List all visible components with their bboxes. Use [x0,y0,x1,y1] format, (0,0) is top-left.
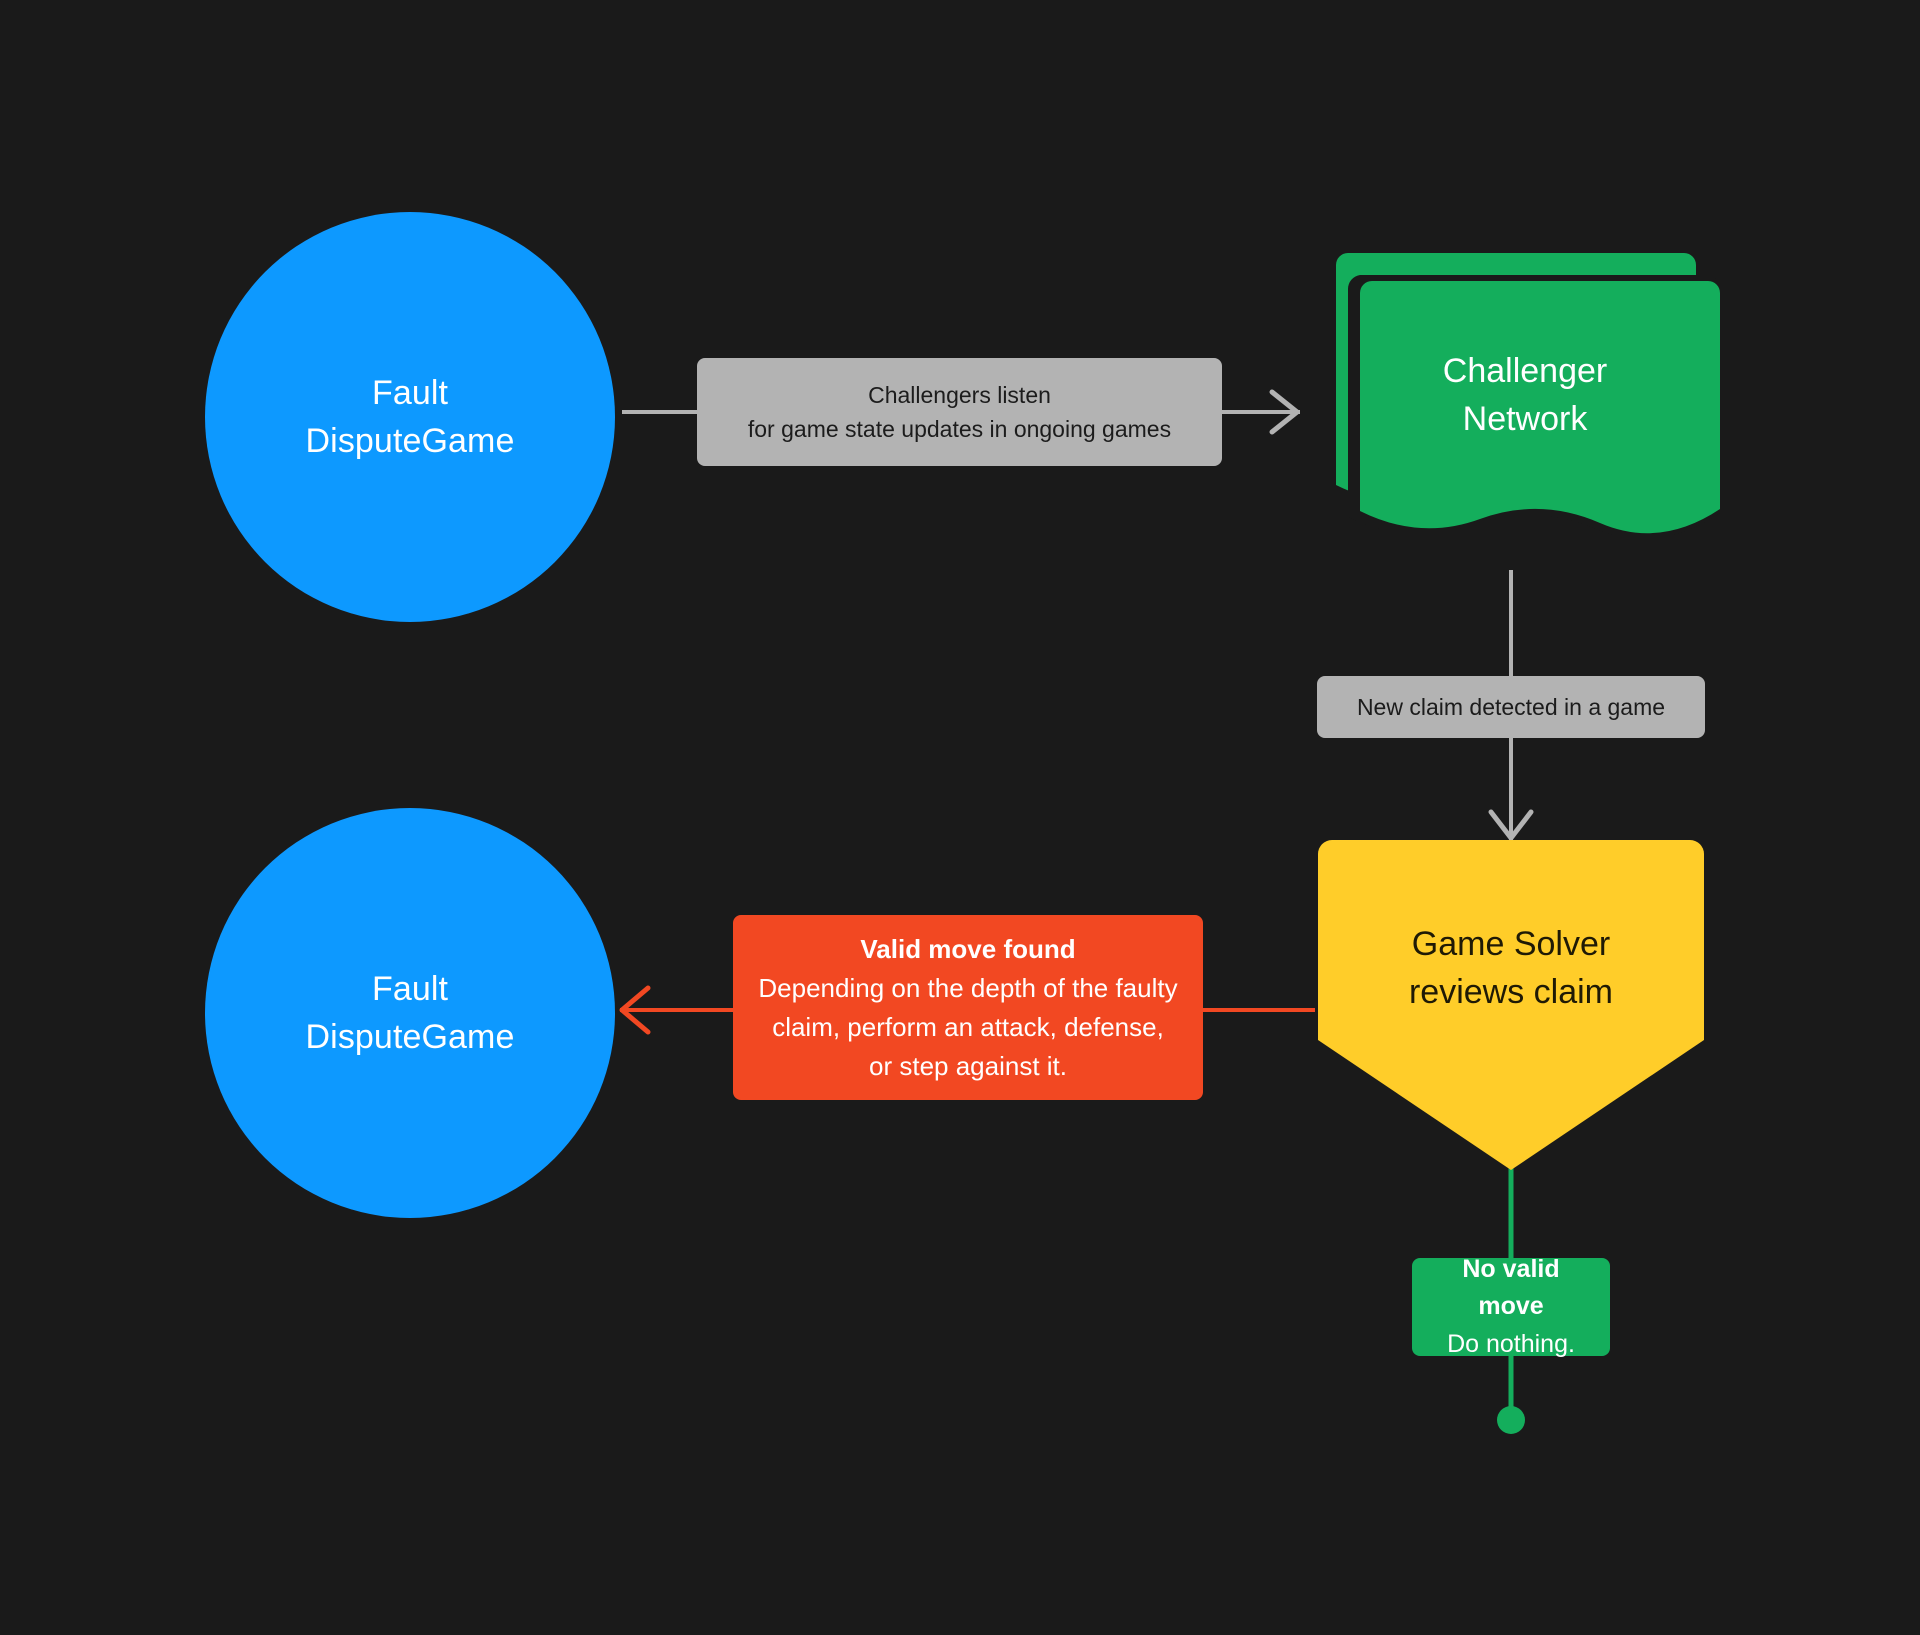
node-label-line-1: Fault [371,969,449,1008]
node-game-solver[interactable]: Game Solver reviews claim [1318,840,1704,1170]
node-label-line-2: DisputeGame [305,422,515,460]
shield-body [1318,840,1704,1170]
edge-label-heading: No valid move [1462,1254,1560,1321]
edge-label-valid-move-found: Valid move found Depending on the depth … [733,915,1203,1100]
node-fault-disputegame-bottom[interactable]: Fault DisputeGame [205,808,615,1218]
node-fault-disputegame-top[interactable]: Fault DisputeGame [205,212,615,622]
edge-label-line-1: Depending on the depth of the faulty [758,972,1178,1003]
terminator-dot [1497,1406,1525,1434]
edge-label-line-2: claim, perform an attack, defense, [772,1011,1164,1042]
arrowhead-left-red [619,985,651,1035]
edge-label-challengers-listen: Challengers listen for game state update… [697,358,1222,466]
edge-label-no-valid-move: No valid move Do nothing. [1412,1255,1610,1358]
edge-label-line-3: or step against it. [869,1050,1067,1081]
edge-label-line-1: New claim detected in a game [1356,693,1666,720]
node-challenger-network[interactable]: Challenger Network [1300,245,1721,575]
arrowhead-down-gray [1488,809,1534,841]
arrowhead-right-gray [1269,389,1300,435]
edge-label-line-2: for game state updates in ongoing games [747,416,1172,442]
pentagon-shield-shape [1318,840,1704,1170]
edge-label-line-1: Do nothing. [1447,1329,1575,1358]
node-label-line-1: Fault [371,373,449,412]
edge-label-line-1: Challengers listen [868,381,1051,408]
node-label-line-2: DisputeGame [305,1018,515,1056]
multi-document-shape [1310,253,1721,539]
document-front-sheet [1340,281,1720,534]
edge-label-heading: Valid move found [860,933,1076,964]
edge-label-new-claim-detected: New claim detected in a game [1317,676,1705,738]
